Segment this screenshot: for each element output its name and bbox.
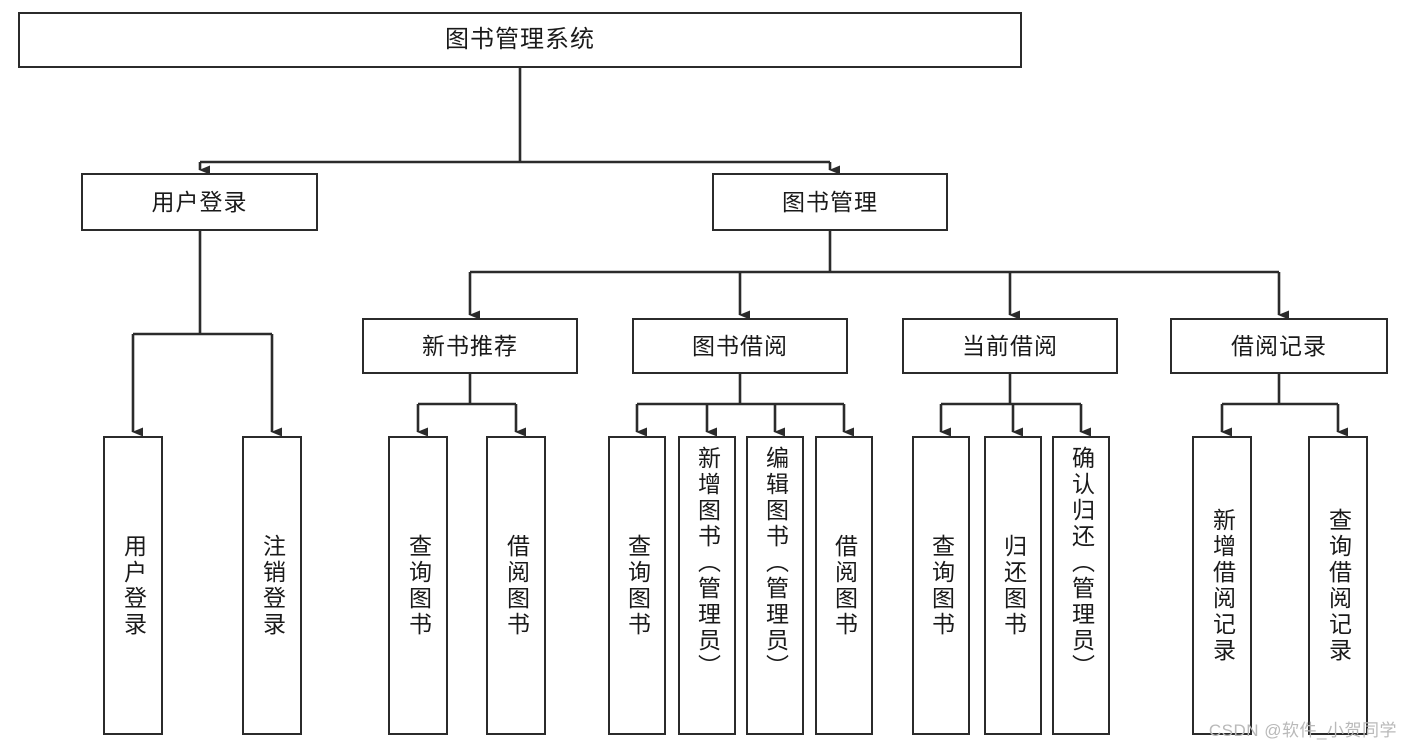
node-leaf-borrow-book-2-label: 借阅图书 [831,533,858,638]
node-book-borrow-label: 图书借阅 [692,332,788,359]
node-leaf-user-logout-label: 注销登录 [259,533,286,638]
node-leaf-query-book-1-label: 查询图书 [405,533,432,638]
node-leaf-user-login-label: 用户登录 [120,533,147,638]
node-new-book-recommend[interactable]: 新书推荐 [362,318,578,374]
node-leaf-confirm-return-admin-label: 确认归还（管理员） [1068,446,1095,680]
node-leaf-user-login[interactable]: 用户登录 [103,436,163,735]
node-root-label: 图书管理系统 [445,26,595,54]
node-borrow-record[interactable]: 借阅记录 [1170,318,1388,374]
node-borrow-record-label: 借阅记录 [1231,332,1327,359]
node-leaf-query-borrow-record-label: 查询借阅记录 [1325,507,1352,664]
node-leaf-add-borrow-record-label: 新增借阅记录 [1209,507,1236,664]
node-leaf-confirm-return-admin[interactable]: 确认归还（管理员） [1052,436,1110,735]
node-current-borrow[interactable]: 当前借阅 [902,318,1118,374]
node-leaf-borrow-book-1[interactable]: 借阅图书 [486,436,546,735]
node-leaf-query-book-2-label: 查询图书 [624,533,651,638]
node-leaf-query-book-2[interactable]: 查询图书 [608,436,666,735]
node-leaf-edit-book-admin-label: 编辑图书（管理员） [762,446,789,680]
node-leaf-add-book-admin-label: 新增图书（管理员） [694,446,721,680]
node-leaf-add-book-admin[interactable]: 新增图书（管理员） [678,436,736,735]
node-leaf-borrow-book-1-label: 借阅图书 [503,533,530,638]
node-leaf-borrow-book-2[interactable]: 借阅图书 [815,436,873,735]
node-book-manage-label: 图书管理 [782,188,878,215]
node-leaf-query-book-3[interactable]: 查询图书 [912,436,970,735]
node-current-borrow-label: 当前借阅 [962,332,1058,359]
node-user-login-label: 用户登录 [151,188,248,215]
node-book-manage[interactable]: 图书管理 [712,173,948,231]
node-leaf-query-borrow-record[interactable]: 查询借阅记录 [1308,436,1368,735]
node-new-book-recommend-label: 新书推荐 [422,332,518,359]
node-root[interactable]: 图书管理系统 [18,12,1022,68]
node-leaf-return-book-label: 归还图书 [1000,533,1027,638]
watermark-text: CSDN @软件_小贺同学 [1208,721,1397,740]
node-leaf-return-book[interactable]: 归还图书 [984,436,1042,735]
node-leaf-query-book-3-label: 查询图书 [928,533,955,638]
node-book-borrow[interactable]: 图书借阅 [632,318,848,374]
node-leaf-user-logout[interactable]: 注销登录 [242,436,302,735]
node-leaf-query-book-1[interactable]: 查询图书 [388,436,448,735]
node-leaf-edit-book-admin[interactable]: 编辑图书（管理员） [746,436,804,735]
node-leaf-add-borrow-record[interactable]: 新增借阅记录 [1192,436,1252,735]
node-user-login[interactable]: 用户登录 [81,173,318,231]
